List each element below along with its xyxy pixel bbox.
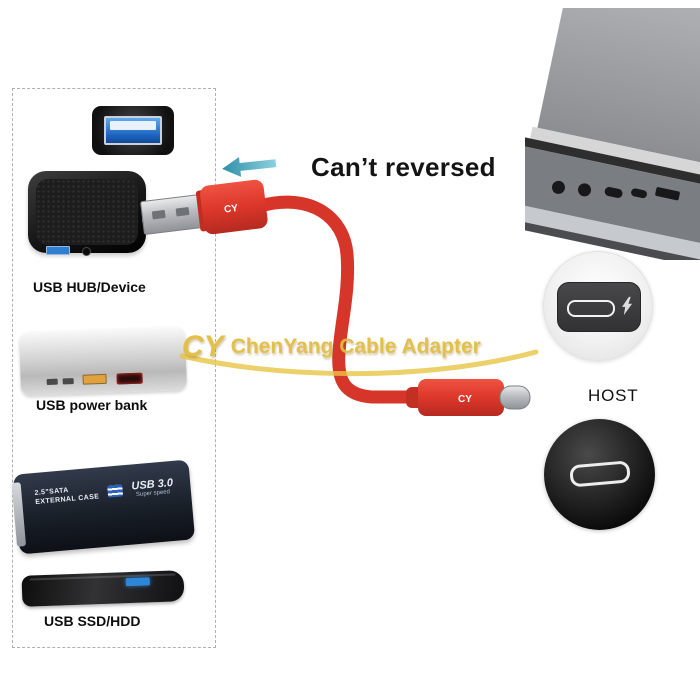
hub-usb-port-right (142, 201, 149, 223)
usb-a-port-photo (92, 106, 174, 155)
usb-a-port (104, 116, 162, 145)
label-usb-hub: USB HUB/Device (33, 279, 146, 295)
laptop-audio-jack-icon (578, 183, 592, 197)
usb-a-plug-print: CY (223, 203, 238, 216)
label-power-bank: USB power bank (36, 397, 148, 413)
power-bank-led-display (116, 372, 143, 385)
power-bank-port (46, 378, 58, 385)
laptop-hinge-gap (525, 137, 700, 194)
left-arrow-icon (222, 156, 277, 177)
laptop-audio-jack-icon (551, 180, 565, 194)
hub-textured-top (36, 179, 138, 245)
laptop-usb-c-port-icon (604, 187, 623, 198)
laptop-photo (525, 8, 700, 260)
usb-hub-photo (28, 171, 149, 256)
usb-a-tongue (110, 121, 156, 130)
laptop-usb-c-port-icon (631, 188, 647, 199)
laptop-bottom (525, 214, 700, 260)
dock-usb-port (125, 577, 150, 587)
usb-c-port-photo-dark (544, 419, 655, 530)
cant-reversed-text: Can’t reversed (311, 152, 496, 182)
usb-c-port-outline (568, 459, 631, 487)
thunderbolt-icon (622, 296, 633, 316)
label-ssd-hdd: USB SSD/HDD (44, 613, 141, 629)
hdd-flag-badge-icon (107, 484, 124, 499)
usb-c-plug-print: CY (458, 394, 472, 405)
laptop-lid-edge (530, 126, 700, 185)
hub-usb-port-front (46, 246, 70, 255)
usb-c-port-surround (557, 282, 641, 332)
power-bank-port (62, 378, 74, 385)
host-usb-c-port-photo (543, 251, 653, 361)
laptop-base-edge (525, 198, 700, 260)
laptop-hdmi-port-icon (655, 187, 680, 201)
watermark-text: ChenYang Cable Adapter (230, 335, 481, 358)
watermark: CY ChenYang Cable Adapter (182, 330, 481, 364)
hub-audio-jack (82, 247, 91, 256)
power-bank-photo (18, 326, 188, 396)
laptop-lid (537, 8, 700, 173)
hdd-sticker: 2.5"SATA EXTERNAL CASE USB 3.0 Super spe… (34, 476, 181, 508)
label-host: HOST (588, 386, 639, 405)
dock-top-edge (29, 573, 176, 581)
cable-wire (253, 195, 429, 404)
usb-c-port-outline (567, 300, 615, 317)
watermark-swoosh (179, 349, 539, 377)
usb-c-connector: CY (406, 379, 531, 416)
ssd-hdd-case-photo: 2.5"SATA EXTERNAL CASE USB 3.0 Super spe… (11, 459, 196, 555)
usb-dock-photo (21, 570, 185, 607)
power-bank-usb-port (82, 373, 107, 385)
